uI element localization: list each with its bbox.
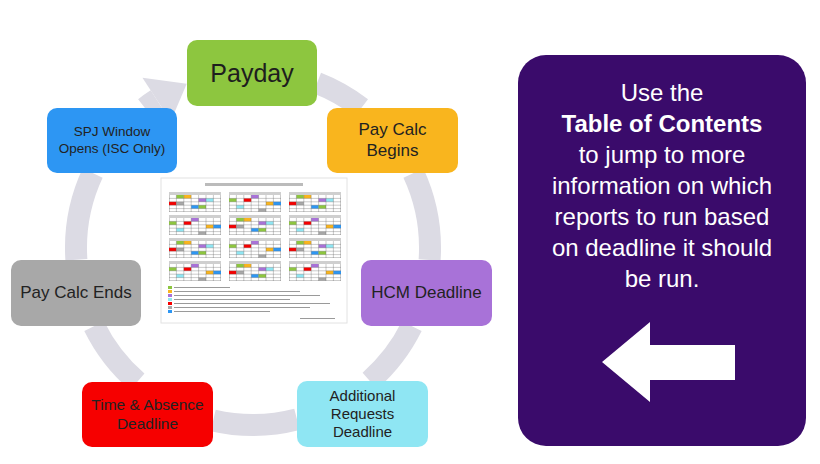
- calendar-title-bar: [205, 183, 303, 186]
- cycle-arc: [317, 83, 361, 108]
- cycle-connector: [213, 419, 297, 425]
- calendar-month: [289, 238, 341, 258]
- cycle-connector: [317, 83, 361, 108]
- stage-box: Time & Absence Deadline: [82, 382, 213, 447]
- calendar-month: [229, 261, 281, 281]
- info-panel: Use theTable of Contentsto jump to more …: [518, 55, 806, 446]
- key-text-lines: [174, 288, 335, 319]
- box-label: Payday: [210, 58, 293, 89]
- stage-box: SPJ Window Opens (ISC Only): [47, 108, 177, 173]
- info-text: Use the: [621, 77, 704, 108]
- calendar-month: [169, 192, 221, 212]
- cycle-arc: [76, 173, 93, 260]
- stage-box: Pay Calc Begins: [327, 108, 458, 173]
- cycle-connector: [413, 173, 430, 260]
- key-swatch: [168, 294, 172, 297]
- cycle-connector: [76, 173, 93, 260]
- calendar-month: [289, 215, 341, 235]
- box-label: Pay Calc Ends: [20, 283, 132, 304]
- stage-box: Additional Requests Deadline: [297, 381, 428, 447]
- payday-box: Payday: [187, 40, 317, 106]
- key-swatch: [168, 286, 172, 289]
- box-label: SPJ Window Opens (ISC Only): [52, 124, 172, 157]
- cycle-arc: [145, 100, 157, 108]
- cycle-arc: [413, 173, 430, 260]
- calendar-month: [229, 215, 281, 235]
- stage-box: Pay Calc Ends: [11, 260, 141, 326]
- box-label: Additional Requests Deadline: [305, 387, 420, 442]
- calendar-month: [289, 192, 341, 212]
- calendar-sheet: [161, 178, 347, 323]
- key-swatch: [168, 290, 172, 293]
- stage-box: HCM Deadline: [361, 260, 492, 326]
- cycle-arc: [94, 326, 137, 382]
- cycle-connector: [94, 326, 137, 382]
- calendar-month: [229, 238, 281, 258]
- box-label: Time & Absence Deadline: [88, 396, 207, 434]
- cycle-arc: [213, 419, 297, 425]
- calendar-month: [289, 261, 341, 281]
- key-swatch: [168, 302, 172, 305]
- emphasis-text: Table of Contents: [562, 108, 763, 139]
- calendar-key: [168, 286, 335, 319]
- calendar-month: [169, 261, 221, 281]
- cycle-connector: [370, 326, 412, 381]
- cycle-arc: [370, 326, 412, 381]
- info-text: to jump to more information on which rep…: [540, 139, 784, 294]
- box-label: HCM Deadline: [371, 283, 482, 304]
- key-swatch: [168, 298, 172, 301]
- key-swatch: [168, 310, 172, 313]
- calendar-month: [169, 215, 221, 235]
- key-swatch: [168, 306, 172, 309]
- box-label: Pay Calc Begins: [335, 120, 450, 161]
- calendar-month: [169, 238, 221, 258]
- calendar-month: [229, 192, 281, 212]
